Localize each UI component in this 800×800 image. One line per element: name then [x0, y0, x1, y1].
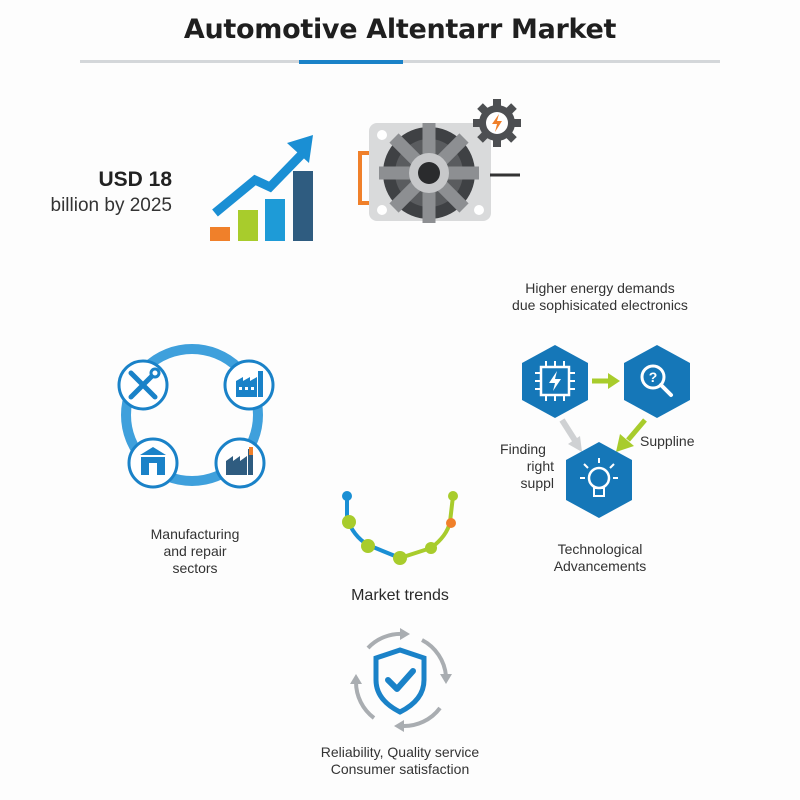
- energy-caption-line1: Higher energy demands: [525, 280, 675, 296]
- alternator-icon: [352, 95, 532, 235]
- suppline-label: Suppline: [640, 433, 695, 449]
- factory-icon: [223, 359, 275, 411]
- title-divider-accent: [299, 60, 403, 64]
- finding-supplier-line2: right suppl: [520, 458, 554, 491]
- energy-demand-caption: Higher energy demands due sophisicated e…: [490, 280, 710, 314]
- tech-label-line2: Advancements: [553, 558, 647, 574]
- shield-check-cycle-icon: [340, 620, 460, 740]
- finding-supplier-label: Finding right suppl: [492, 441, 554, 492]
- manufacturing-line3: sectors: [172, 560, 218, 576]
- manufacturing-cycle-diagram: [100, 335, 285, 495]
- lightbulb-icon: [566, 442, 632, 518]
- finding-supplier-line1: Finding: [500, 441, 546, 457]
- reliability-label: Reliability, Quality service Consumer sa…: [300, 744, 500, 778]
- trend-curve-icon: [335, 488, 465, 568]
- manufacturing-label: Manufacturing and repair sectors: [130, 526, 260, 577]
- market-value: USD 18: [98, 168, 172, 191]
- tech-label-line1: Technological: [557, 541, 643, 557]
- page-title: Automotive Altentarr Market: [183, 14, 617, 45]
- manufacturing-line1: Manufacturing: [150, 526, 240, 542]
- tools-wrench-screwdriver-icon: [117, 359, 169, 411]
- reliability-line2: Consumer satisfaction: [330, 761, 470, 777]
- technology-flow-diagram: ?: [510, 340, 700, 525]
- energy-caption-line2: due sophisicated electronics: [512, 297, 688, 313]
- manufacturing-line2: and repair: [163, 543, 227, 559]
- reliability-line1: Reliability, Quality service: [320, 744, 480, 760]
- svg-text:?: ?: [649, 369, 658, 385]
- market-trends-label: Market trends: [351, 587, 449, 604]
- warehouse-icon: [127, 437, 179, 489]
- chip-lightning-icon: [522, 345, 588, 418]
- growth-bar-chart-icon: [205, 135, 320, 245]
- industrial-plant-icon: [214, 437, 266, 489]
- technological-advancements-label: Technological Advancements: [530, 541, 670, 575]
- market-value-caption: billion by 2025: [50, 195, 172, 216]
- magnifier-question-icon: ?: [624, 345, 690, 418]
